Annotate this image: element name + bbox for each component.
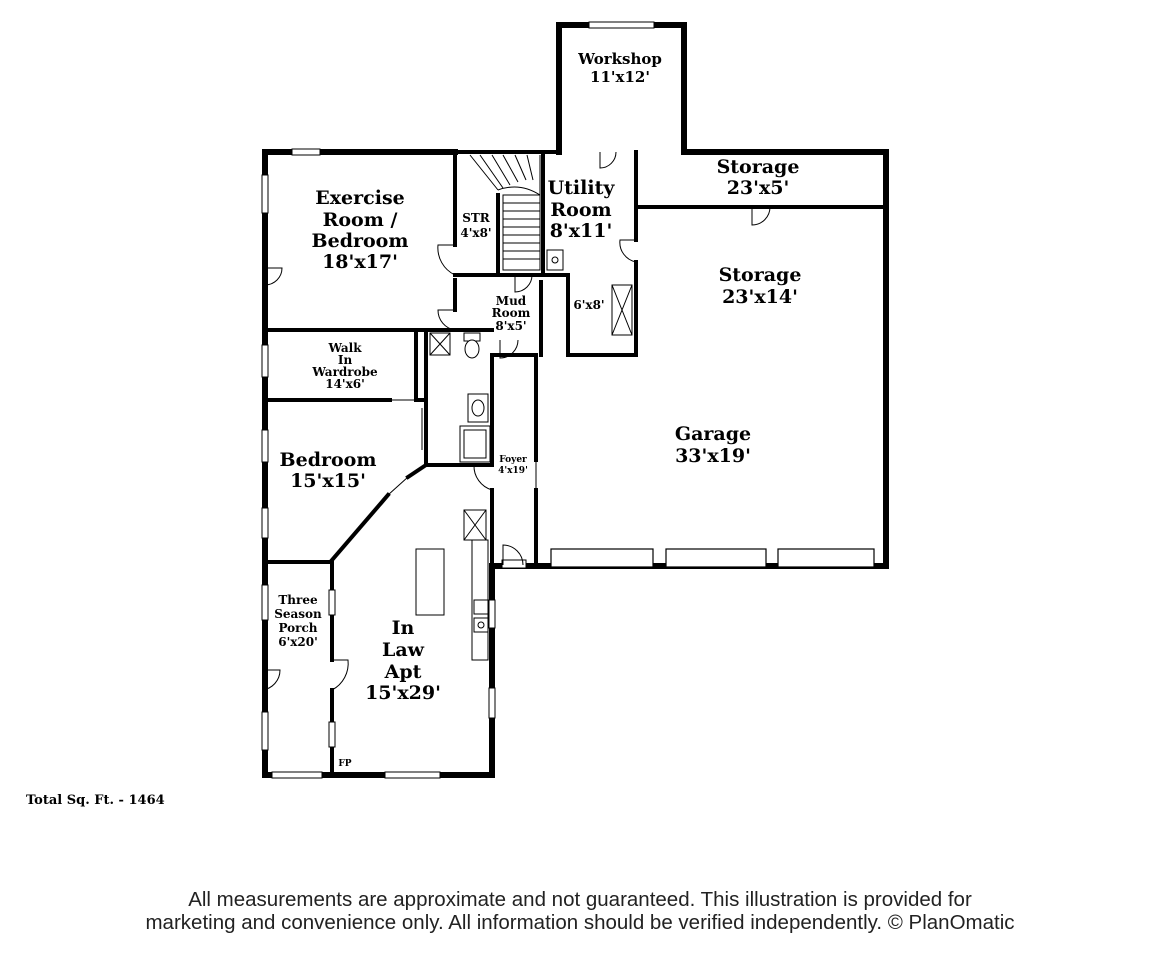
- storage-large-label: Storage 23'x14': [719, 264, 802, 308]
- svg-text:Room: Room: [550, 199, 611, 221]
- door-swings: [261, 151, 771, 691]
- svg-text:8'x11': 8'x11': [550, 220, 613, 242]
- svg-text:Garage: Garage: [675, 423, 751, 445]
- svg-text:Walk: Walk: [327, 341, 362, 355]
- svg-text:Storage: Storage: [719, 264, 802, 286]
- svg-text:Law: Law: [382, 639, 425, 661]
- utility-room-label: Utility Room 8'x11': [548, 177, 616, 242]
- svg-text:15'x15': 15'x15': [290, 470, 366, 492]
- interior-walls: [263, 150, 888, 777]
- windows: [261, 21, 655, 779]
- wardrobe-label: Walk In Wardrobe 14'x6': [311, 341, 378, 391]
- garage-doors: [501, 548, 875, 569]
- svg-text:Mud: Mud: [496, 294, 527, 308]
- workshop-label: Workshop 11'x12': [577, 50, 662, 86]
- svg-text:4'x19': 4'x19': [498, 466, 528, 476]
- svg-text:In: In: [392, 617, 415, 639]
- svg-text:6'x8': 6'x8': [573, 298, 604, 312]
- in-law-apt-label: In Law Apt 15'x29': [365, 617, 441, 704]
- svg-text:Room /: Room /: [323, 209, 398, 231]
- svg-text:Porch: Porch: [278, 621, 317, 635]
- svg-text:Bedroom: Bedroom: [312, 230, 409, 252]
- total-square-feet: Total Sq. Ft. - 1464: [26, 793, 165, 808]
- svg-text:8'x5': 8'x5': [495, 319, 526, 333]
- svg-text:4'x8': 4'x8': [460, 226, 491, 240]
- svg-text:15'x29': 15'x29': [365, 682, 441, 704]
- disclaimer: All measurements are approximate and not…: [0, 888, 1160, 934]
- room-labels: Workshop 11'x12' Exercise Room / Bedroom…: [274, 50, 801, 769]
- disclaimer-line-2: marketing and convenience only. All info…: [145, 911, 1015, 934]
- svg-text:Storage: Storage: [717, 156, 800, 178]
- svg-text:Exercise: Exercise: [315, 187, 404, 209]
- svg-text:Utility: Utility: [548, 177, 616, 199]
- svg-text:Three: Three: [278, 593, 318, 607]
- disclaimer-line-1: All measurements are approximate and not…: [188, 888, 972, 911]
- fireplace-label: FP: [338, 759, 351, 769]
- staircase: [469, 154, 541, 271]
- svg-text:23'x5': 23'x5': [727, 177, 790, 199]
- svg-text:In: In: [338, 353, 353, 367]
- fixtures: [415, 249, 633, 661]
- svg-text:6'x20': 6'x20': [278, 635, 318, 649]
- svg-text:14'x6': 14'x6': [325, 377, 365, 391]
- bedroom-label: Bedroom 15'x15': [280, 449, 377, 492]
- svg-text:Room: Room: [492, 306, 531, 320]
- svg-text:Bedroom: Bedroom: [280, 449, 377, 471]
- svg-text:23'x14': 23'x14': [722, 286, 798, 308]
- svg-text:STR: STR: [462, 211, 491, 225]
- mud-room-label: Mud Room 8'x5': [492, 294, 531, 333]
- str-label: STR 4'x8': [460, 211, 491, 240]
- svg-text:33'x19': 33'x19': [675, 445, 751, 467]
- svg-text:Season: Season: [274, 607, 322, 621]
- garage-label: Garage 33'x19': [675, 423, 751, 467]
- svg-text:Wardrobe: Wardrobe: [311, 365, 378, 379]
- porch-label: Three Season Porch 6'x20': [274, 593, 322, 649]
- svg-text:18'x17': 18'x17': [322, 251, 398, 273]
- foyer-label: Foyer 4'x19': [498, 455, 528, 476]
- svg-text:11'x12': 11'x12': [590, 68, 650, 86]
- storage-small-label: Storage 23'x5': [717, 156, 800, 199]
- exercise-room-label: Exercise Room / Bedroom 18'x17': [312, 187, 409, 273]
- svg-text:Apt: Apt: [384, 661, 422, 683]
- closet-label: 6'x8': [573, 298, 604, 312]
- svg-text:Workshop: Workshop: [577, 50, 662, 68]
- svg-text:Foyer: Foyer: [499, 455, 527, 465]
